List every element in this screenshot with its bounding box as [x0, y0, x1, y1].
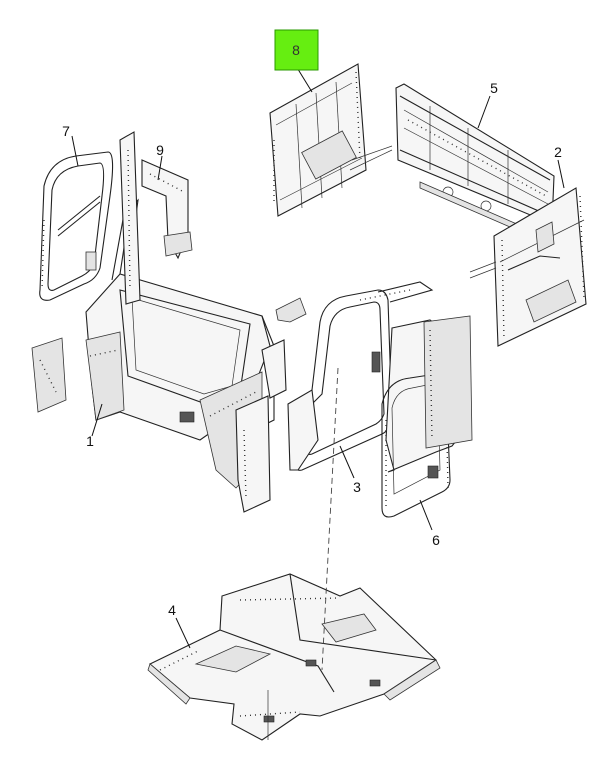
rear-wall-panel-part-8[interactable]: [269, 63, 393, 217]
floor-pan-part-4[interactable]: [147, 573, 441, 741]
callout-7: 7: [62, 123, 70, 139]
callout-9: 9: [156, 142, 164, 158]
center-support-post-part-9[interactable]: [141, 159, 193, 260]
leader-lines: [71, 65, 565, 649]
callout-1: 1: [86, 433, 94, 449]
door-frame-part-7[interactable]: [39, 151, 114, 301]
cab-front-structure-part-1[interactable]: [31, 131, 287, 513]
callout-5: 5: [490, 80, 498, 96]
alignment-dashed-line: [321, 367, 339, 671]
side-wall-panel-part-2[interactable]: [469, 187, 587, 347]
bracket-component: [275, 297, 307, 323]
callout-8-highlight-box[interactable]: [274, 29, 319, 71]
callout-8: 8: [292, 42, 300, 58]
back-frame-part-5[interactable]: [395, 83, 555, 241]
callout-4: 4: [168, 602, 176, 618]
callout-2: 2: [554, 144, 562, 160]
door-assembly-part-6[interactable]: [381, 315, 473, 518]
callout-3: 3: [353, 479, 361, 495]
callout-6: 6: [432, 532, 440, 548]
